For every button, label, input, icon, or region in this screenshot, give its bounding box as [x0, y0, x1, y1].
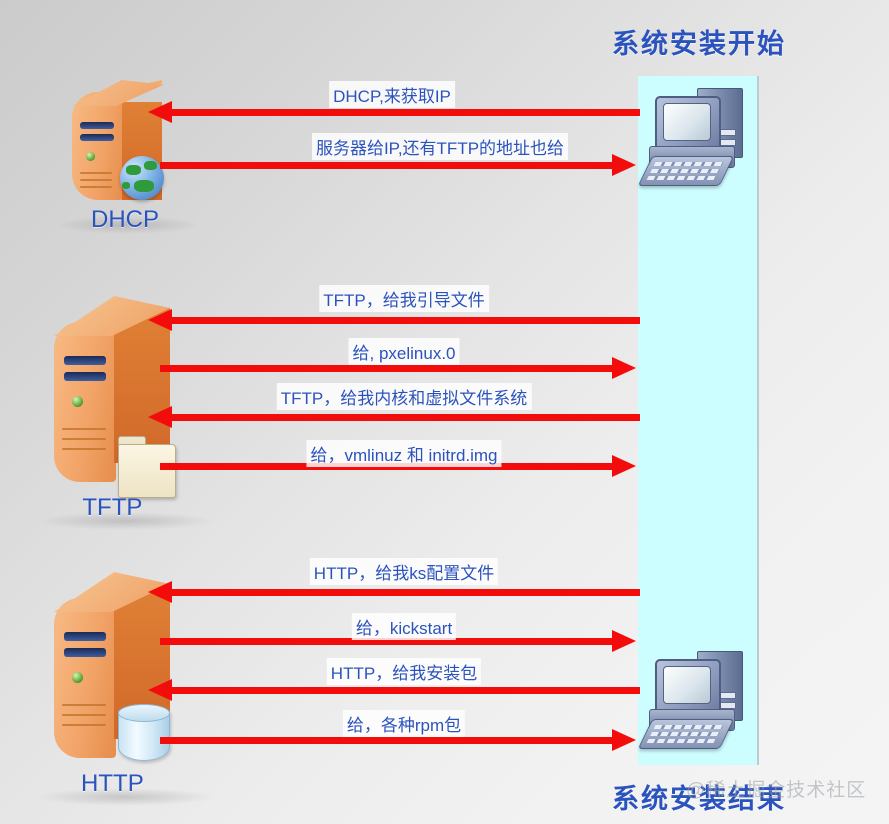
server-dhcp: DHCP [54, 80, 200, 234]
arrow-tftp-request-boot [148, 309, 640, 331]
arrow-tftp-request-kernel [148, 406, 640, 428]
arrow-http-request-pkgs [148, 679, 640, 701]
server-label-http: HTTP [81, 770, 144, 797]
computer-monitor-icon [655, 659, 721, 717]
computer-keyboard-icon [637, 719, 735, 749]
folder-icon [118, 436, 176, 498]
client-computer-top [637, 82, 765, 186]
page-title-end: 系统安装结束 [612, 784, 786, 814]
message-label-0: DHCP,来获取IP [329, 81, 455, 108]
globe-icon [120, 156, 164, 200]
arrow-dhcp-request [148, 101, 640, 123]
client-computer-bottom [637, 645, 765, 749]
message-label-8: HTTP，给我安装包 [326, 658, 482, 685]
computer-monitor-icon [655, 96, 721, 154]
arrow-http-reply-kickstart [160, 630, 636, 652]
message-label-6: HTTP，给我ks配置文件 [309, 558, 499, 585]
computer-keyboard-icon [637, 156, 735, 186]
message-label-4: TFTP，给我内核和虚拟文件系统 [276, 383, 532, 410]
server-tftp: TFTP [36, 296, 216, 530]
arrow-tftp-reply-pxelinux [160, 357, 636, 379]
arrow-http-request-ks [148, 581, 640, 603]
server-label-dhcp: DHCP [90, 206, 160, 233]
page-title-start: 系统安装开始 [612, 29, 786, 59]
arrow-http-reply-rpm [160, 729, 636, 751]
message-label-1: 服务器给IP,还有TFTP的地址也给 [311, 133, 569, 160]
client-lifeline-band [638, 76, 759, 765]
message-label-7: 给，kickstart [351, 613, 457, 640]
database-icon [118, 704, 170, 766]
server-label-tftp: TFTP [82, 494, 143, 521]
watermark: @稀土掘金技术社区 [686, 780, 867, 801]
message-label-3: 给, pxelinux.0 [348, 338, 460, 365]
message-label-5: 给，vmlinuz 和 initrd.img [306, 440, 502, 467]
arrow-dhcp-offer [160, 154, 636, 176]
message-label-9: 给，各种rpm包 [342, 710, 466, 737]
message-label-2: TFTP，给我引导文件 [319, 285, 489, 312]
